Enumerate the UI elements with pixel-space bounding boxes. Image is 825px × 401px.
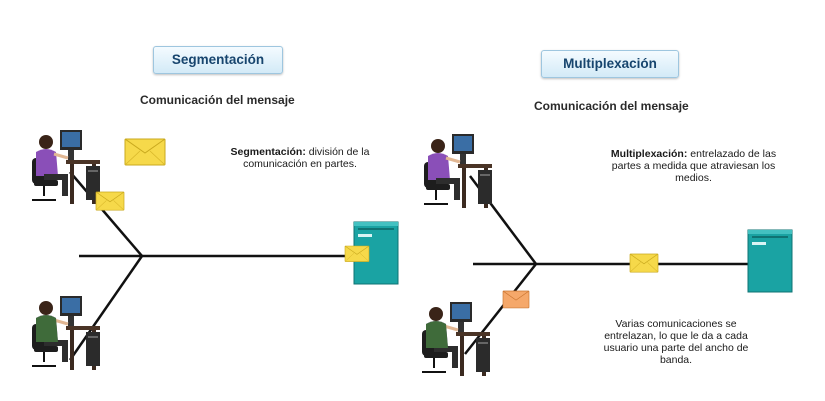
envelope-icon	[124, 138, 166, 166]
envelope-icon	[95, 191, 125, 211]
segmentacion-description: Segmentación: división de la comunicació…	[225, 146, 375, 170]
right-user-top-icon	[422, 132, 494, 210]
left-network-lines	[68, 171, 360, 361]
multiplexacion-definition: entrelazado de las partes a medida que a…	[611, 148, 777, 184]
server-icon	[747, 229, 793, 293]
envelope-orange-icon	[502, 290, 530, 309]
segmentacion-term: Segmentación:	[230, 146, 306, 158]
left-user-top-icon	[30, 128, 102, 206]
right-subtitle: Comunicación del mensaje	[534, 99, 689, 113]
envelope-icon	[629, 253, 659, 273]
envelope-icon	[344, 245, 370, 262]
left-user-bottom-shirt	[36, 315, 58, 342]
multiplexacion-description: Multiplexación: entrelazado de las parte…	[606, 148, 781, 184]
left-subtitle: Comunicación del mensaje	[140, 93, 295, 107]
multiplexacion-title-button[interactable]: Multiplexación	[541, 50, 679, 78]
segmentacion-definition: división de la comunicación en partes.	[243, 146, 370, 170]
multiplexacion-note: Varias comunicaciones se entrelazan, lo …	[603, 318, 749, 366]
right-network-lines	[464, 175, 750, 355]
right-user-bottom-shirt	[426, 321, 448, 348]
multiplexacion-term: Multiplexación:	[610, 148, 688, 160]
segmentacion-title-button[interactable]: Segmentación	[153, 46, 283, 74]
